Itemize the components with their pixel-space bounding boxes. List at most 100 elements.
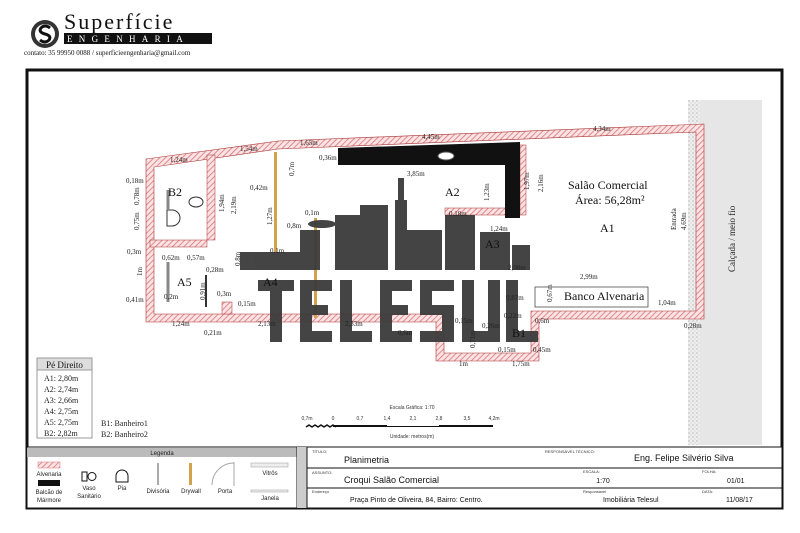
svg-text:0,7m: 0,7m — [301, 416, 312, 422]
svg-text:Pé Direito: Pé Direito — [46, 360, 83, 370]
svg-text:0,6m: 0,6m — [535, 317, 550, 325]
masonry-bench — [534, 286, 649, 308]
svg-text:Sanitário: Sanitário — [77, 494, 101, 500]
svg-text:Unidade: metros(m): Unidade: metros(m) — [390, 434, 435, 440]
svg-text:0,8m: 0,8m — [287, 222, 302, 230]
room-label-b2: B2 — [168, 185, 182, 199]
svg-text:0,28m: 0,28m — [206, 266, 224, 274]
room-label-a4: A4 — [263, 275, 278, 289]
svg-text:1,24m: 1,24m — [170, 156, 188, 164]
svg-text:2,08m: 2,08m — [508, 264, 526, 272]
company-logo: Superfície ENGENHARIA contato: 35 99950 … — [24, 9, 212, 57]
svg-text:DATA:: DATA: — [702, 489, 713, 494]
svg-text:0,6m: 0,6m — [398, 329, 413, 337]
svg-text:4,2m: 4,2m — [488, 416, 499, 422]
window-swatch — [250, 489, 289, 493]
svg-text:ESCALA:: ESCALA: — [583, 469, 600, 474]
svg-text:Drywall: Drywall — [181, 489, 201, 495]
svg-text:2,13m: 2,13m — [258, 320, 276, 328]
svg-text:0,7m: 0,7m — [288, 161, 296, 176]
svg-text:1,27m: 1,27m — [266, 207, 274, 225]
door-icon — [211, 462, 235, 486]
svg-text:1m: 1m — [459, 360, 469, 368]
partition — [205, 275, 207, 307]
date-value: 11/08/17 — [726, 497, 753, 504]
svg-text:4,69m: 4,69m — [680, 212, 688, 230]
svg-text:0,22m: 0,22m — [504, 312, 522, 320]
svg-text:1,04m: 1,04m — [658, 299, 676, 307]
telesul-watermark — [240, 178, 538, 342]
svg-text:0,21m: 0,21m — [204, 329, 222, 337]
svg-text:0,87m: 0,87m — [506, 294, 524, 302]
scale-bar: Escala Gráfica: 1:70 0,7m 0 0,7 1,4 2,1 … — [301, 405, 499, 440]
address-value: Praça Pinto de Oliveira, 84, Bairro: Cen… — [350, 497, 483, 504]
svg-text:2,8: 2,8 — [436, 416, 443, 422]
window-vitro-swatch — [250, 462, 289, 468]
svg-text:0,15m: 0,15m — [498, 346, 516, 354]
svg-text:0,41m: 0,41m — [126, 296, 144, 304]
svg-text:0,1m: 0,1m — [305, 209, 320, 217]
svg-text:FOLHA:: FOLHA: — [702, 469, 716, 474]
svg-text:2,16m: 2,16m — [537, 174, 545, 192]
watermark-lettering — [258, 280, 538, 342]
svg-text:3,5: 3,5 — [464, 416, 471, 422]
svg-text:1,54m: 1,54m — [240, 145, 258, 153]
svg-text:Balcão de: Balcão de — [36, 490, 63, 496]
drywall — [274, 152, 277, 252]
svg-text:2,33m: 2,33m — [345, 320, 363, 328]
svg-text:1,75m: 1,75m — [512, 360, 530, 368]
svg-text:1,23m: 1,23m — [483, 183, 491, 201]
svg-text:2,1: 2,1 — [410, 416, 417, 422]
svg-text:B2: 2,82m: B2: 2,82m — [44, 429, 79, 438]
svg-text:0,15m: 0,15m — [238, 300, 256, 308]
svg-text:A1: 2,80m: A1: 2,80m — [44, 374, 79, 383]
svg-text:0,45m: 0,45m — [533, 346, 551, 354]
svg-text:1,24m: 1,24m — [490, 225, 508, 233]
svg-text:0,78m: 0,78m — [133, 187, 141, 205]
svg-text:Escala Gráfica: 1:70: Escala Gráfica: 1:70 — [389, 405, 434, 411]
svg-text:0,75m: 0,75m — [133, 212, 141, 230]
title-value: Planimetria — [344, 455, 389, 465]
svg-text:Mármore: Mármore — [37, 498, 62, 504]
sheet-value: 01/01 — [727, 478, 745, 485]
ceiling-height-table: Pé Direito A1: 2,80m A2: 2,74m A3: 2,66m… — [36, 357, 93, 439]
title-block: TÍTULO: Planimetria RESPONSÁVEL TÉCNICO:… — [296, 446, 783, 509]
svg-text:0,18m: 0,18m — [126, 177, 144, 185]
svg-text:0,7: 0,7 — [357, 416, 364, 422]
svg-text:0,1m: 0,1m — [270, 247, 285, 255]
svg-text:4,45m: 4,45m — [422, 133, 440, 141]
svg-text:2,19m: 2,19m — [230, 196, 238, 214]
svg-text:0,15m: 0,15m — [455, 317, 473, 325]
svg-text:0,57m: 0,57m — [187, 254, 205, 262]
svg-text:1,65m: 1,65m — [300, 139, 318, 147]
svg-text:4,34m: 4,34m — [593, 125, 611, 133]
bathroom-key-b2: B2: Banheiro2 — [101, 430, 148, 439]
sink-icon — [115, 469, 129, 483]
svg-text:Porta: Porta — [218, 489, 233, 495]
sink-icon — [437, 151, 455, 161]
salao-title: Salão Comercial — [568, 178, 648, 192]
svg-text:Vaso: Vaso — [82, 486, 96, 492]
svg-text:Janela: Janela — [261, 496, 279, 502]
svg-text:Divisória: Divisória — [146, 489, 170, 495]
svg-text:0,26m: 0,26m — [482, 322, 500, 330]
engineer-value: Eng. Felipe Silvério Silva — [634, 453, 734, 463]
svg-text:Responsável: Responsável — [583, 489, 606, 494]
svg-text:Vitrôs: Vitrôs — [262, 471, 277, 477]
room-label-a3: A3 — [485, 237, 500, 251]
svg-text:1,94m: 1,94m — [218, 194, 226, 212]
s-logo-icon — [38, 24, 52, 44]
scale-value: 1:70 — [596, 478, 610, 485]
salao-area: Área: 56,28m² — [575, 193, 645, 207]
svg-text:RESPONSÁVEL TÉCNICO:: RESPONSÁVEL TÉCNICO: — [545, 449, 595, 454]
svg-text:0,42m: 0,42m — [250, 184, 268, 192]
legend: Legenda Alvenaria Balcão de Mármore Vaso… — [26, 446, 298, 509]
toilet-icon — [188, 196, 204, 208]
contact-info: contato: 35 99950 0088 / superficieengen… — [24, 49, 191, 57]
svg-text:0,2m: 0,2m — [164, 293, 179, 301]
marble-counter — [338, 142, 520, 218]
room-label-a1: A1 — [600, 221, 615, 235]
svg-text:0,91m: 0,91m — [199, 282, 207, 300]
svg-text:TÍTULO:: TÍTULO: — [312, 449, 327, 454]
svg-text:0,36m: 0,36m — [319, 154, 337, 162]
